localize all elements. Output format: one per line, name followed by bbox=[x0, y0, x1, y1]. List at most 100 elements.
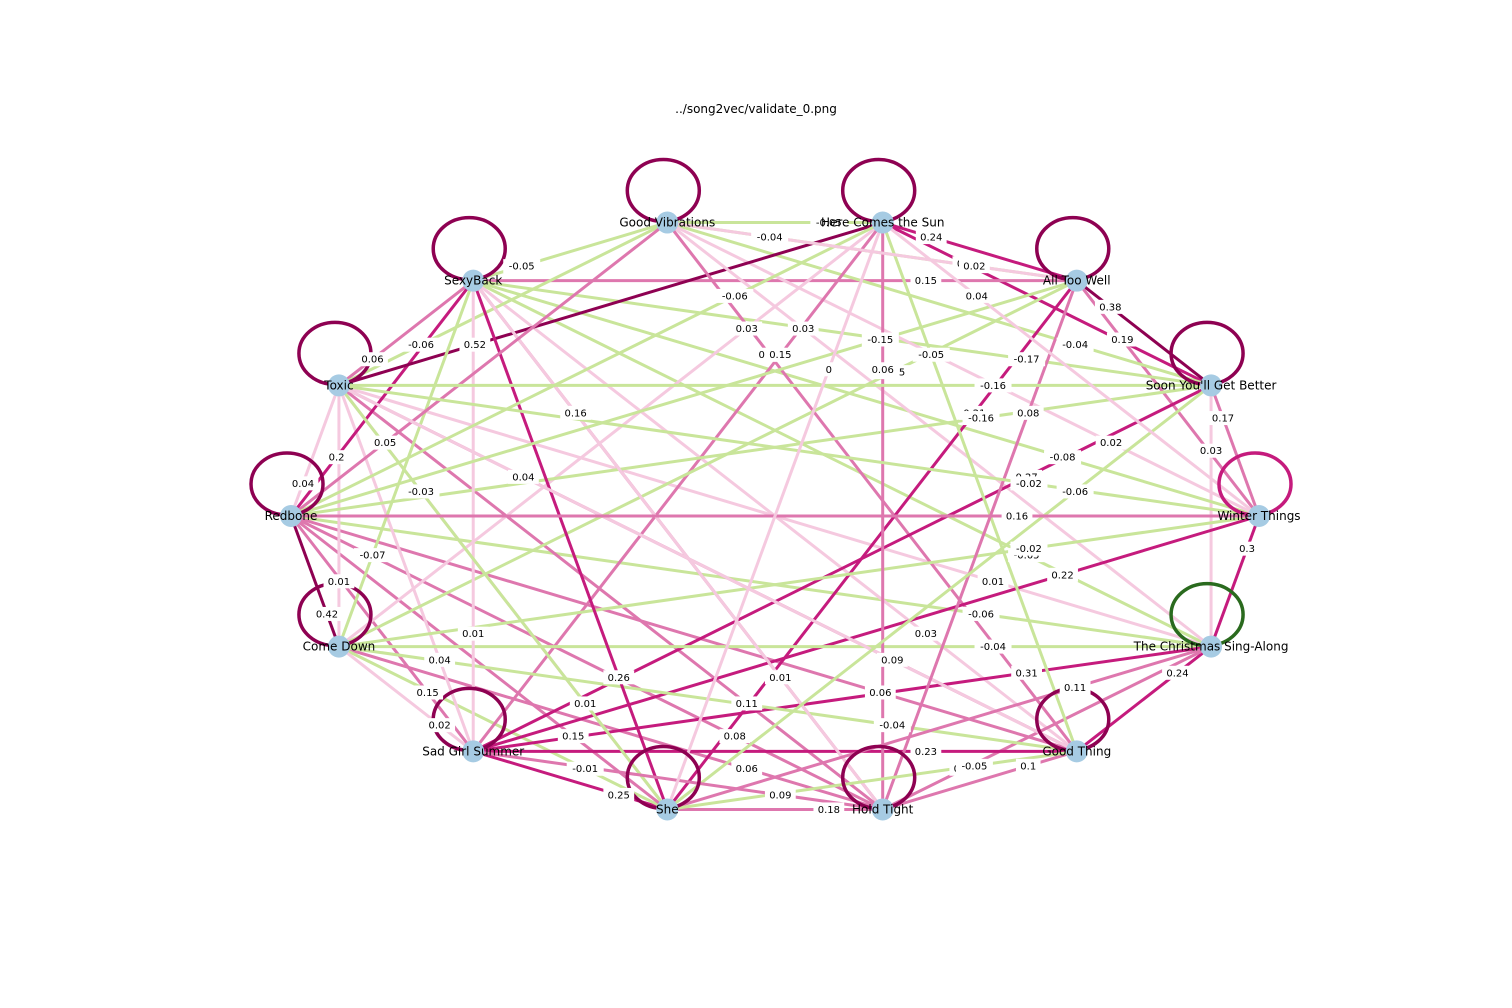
edge-label: -0.01 bbox=[566, 761, 604, 776]
edge-label: 0.11 bbox=[1059, 680, 1091, 695]
edge-all_too_well-come_down bbox=[338, 279, 1078, 648]
edge-label-bg bbox=[822, 362, 835, 377]
edge-label-text: -0.16 bbox=[980, 381, 1006, 392]
edge-label: 0.15 bbox=[764, 347, 796, 362]
edge-label-text: -0.03 bbox=[408, 487, 434, 498]
edge-label-bg bbox=[1056, 337, 1094, 352]
edge-label-text: 0.16 bbox=[1006, 512, 1028, 523]
edge-label-text: 0.01 bbox=[328, 577, 350, 588]
edge-here_comes_the_sun-winter_things bbox=[881, 221, 1260, 518]
edge-label: -0.03 bbox=[402, 484, 440, 499]
edge-label-bg bbox=[424, 652, 456, 667]
edge-label-text: -0.08 bbox=[1050, 453, 1076, 464]
edge-she-sad_girl_summer bbox=[472, 749, 668, 811]
edge-label-bg bbox=[603, 670, 635, 685]
edge-the_christmas_sing_along-good_thing bbox=[1075, 645, 1212, 753]
edge-label-text: -0.04 bbox=[757, 233, 783, 244]
edge-all_too_well-redbone bbox=[290, 279, 1078, 518]
node-label-sad_girl_summer: Sad Girl Summer bbox=[422, 744, 524, 758]
edge-label: -0.05 bbox=[955, 758, 993, 773]
edge-label-text: 0.04 bbox=[966, 291, 988, 302]
edge-label-bg bbox=[955, 758, 993, 773]
edge-label: 0.06 bbox=[864, 685, 896, 700]
edge-label-text: 0.01 bbox=[982, 577, 1004, 588]
edge-label-text: 0.08 bbox=[1017, 408, 1039, 419]
edge-label: -0.05 bbox=[503, 259, 541, 274]
edge-label-bg bbox=[1011, 665, 1043, 680]
edge-label-text: -0.05 bbox=[509, 262, 535, 273]
edge-hold_tight-toxic bbox=[338, 384, 884, 811]
edge-here_comes_the_sun-she bbox=[665, 222, 885, 810]
edge-all_too_well-winter_things bbox=[1075, 279, 1261, 517]
edge-soon_youll_get_better-sad_girl_summer bbox=[472, 384, 1212, 753]
edge-label-text: 0.05 bbox=[374, 438, 396, 449]
figure-title: ../song2vec/validate_0.png bbox=[675, 102, 837, 116]
edge-label-text: 0.03 bbox=[1200, 446, 1222, 457]
edge-label-bg bbox=[402, 484, 440, 499]
edge-label-bg bbox=[1234, 541, 1260, 556]
edge-label: -0.17 bbox=[1008, 352, 1046, 367]
edge-label-text: 0.02 bbox=[1100, 438, 1122, 449]
edge-label-text: 0.15 bbox=[417, 688, 439, 699]
edge-label: -0.04 bbox=[873, 718, 911, 733]
edge-label-text: 0.15 bbox=[562, 732, 584, 743]
edge-label-text: 0 bbox=[826, 365, 832, 376]
edge-toxic-good_vibrations bbox=[338, 221, 668, 387]
edge-she-sexyback bbox=[471, 280, 669, 810]
edge-label-bg bbox=[507, 469, 539, 484]
edge-label: 0.26 bbox=[603, 670, 635, 685]
edge-label-text: -0.15 bbox=[867, 335, 893, 346]
edge-winter_things-good_vibrations bbox=[666, 221, 1260, 518]
edge-labels-layer: 0.240.2-0.050.380.190.150.170.03-0.04-0.… bbox=[287, 215, 1260, 817]
edge-label: 0.02 bbox=[424, 718, 456, 733]
edge-label-bg bbox=[560, 405, 591, 420]
edge-label: 0.16 bbox=[560, 405, 591, 420]
edge-label: 0.22 bbox=[1047, 567, 1078, 582]
edge-label: 0.08 bbox=[1012, 405, 1044, 420]
edge-toxic-here_comes_the_sun bbox=[338, 221, 884, 387]
edge-label-bg bbox=[810, 215, 848, 230]
edge-label-bg bbox=[1010, 541, 1048, 556]
edge-hold_tight-sexyback bbox=[472, 279, 884, 811]
edge-label-text: 0.24 bbox=[920, 233, 942, 244]
edge-label-bg bbox=[369, 435, 401, 450]
edge-hold_tight-redbone bbox=[290, 514, 884, 811]
edge-label-text: 0.31 bbox=[1015, 668, 1037, 679]
node-the_christmas_sing_along bbox=[1200, 635, 1223, 658]
node-label-all_too_well: All Too Well bbox=[1043, 274, 1111, 288]
edge-label-bg bbox=[424, 718, 456, 733]
node-label-the_christmas_sing_along: The Christmas Sing-Along bbox=[1133, 640, 1289, 654]
edge-label-bg bbox=[974, 639, 1012, 654]
edge-here_comes_the_sun-redbone bbox=[290, 221, 884, 518]
edge-label: -0.04 bbox=[751, 230, 789, 245]
edge-label: 0.24 bbox=[915, 230, 947, 245]
edge-label-text: -0.06 bbox=[1062, 487, 1088, 498]
edge-label: 0.42 bbox=[311, 606, 343, 621]
edge-all_too_well-soon_youll_get_better bbox=[1075, 279, 1212, 387]
self-loop-sexyback bbox=[431, 215, 507, 282]
edge-label: 0.04 bbox=[961, 288, 993, 303]
edge-label-bg bbox=[1162, 665, 1193, 680]
edge-label-text: 0.03 bbox=[736, 324, 758, 335]
edge-here_comes_the_sun-soon_youll_get_better bbox=[882, 221, 1212, 387]
node-winter_things bbox=[1248, 505, 1270, 527]
edge-here_comes_the_sun-all_too_well bbox=[882, 221, 1078, 283]
edge-label-text: -0.06 bbox=[408, 340, 434, 351]
edge-soon_youll_get_better-winter_things bbox=[1209, 384, 1261, 517]
edge-here_comes_the_sun-sad_girl_summer bbox=[472, 221, 884, 753]
node-here_comes_the_sun bbox=[871, 211, 894, 234]
edge-label: 0.05 bbox=[369, 435, 401, 450]
edge-label: 0.04 bbox=[424, 652, 456, 667]
edge-label-text: 0.06 bbox=[872, 365, 894, 376]
edge-label: 0.38 bbox=[1094, 299, 1126, 314]
node-label-soon_youll_get_better: Soon You'll Get Better bbox=[1146, 378, 1277, 392]
edge-label: -0.15 bbox=[861, 332, 899, 347]
edge-label-text: 0.25 bbox=[608, 790, 630, 801]
edge-redbone-toxic bbox=[289, 384, 341, 517]
edge-good_thing-redbone bbox=[290, 514, 1078, 753]
edge-label-bg bbox=[910, 273, 942, 288]
edge-label-bg bbox=[864, 685, 896, 700]
edge-label-text: -0.04 bbox=[879, 721, 905, 732]
edge-label: 0.31 bbox=[1011, 665, 1043, 680]
